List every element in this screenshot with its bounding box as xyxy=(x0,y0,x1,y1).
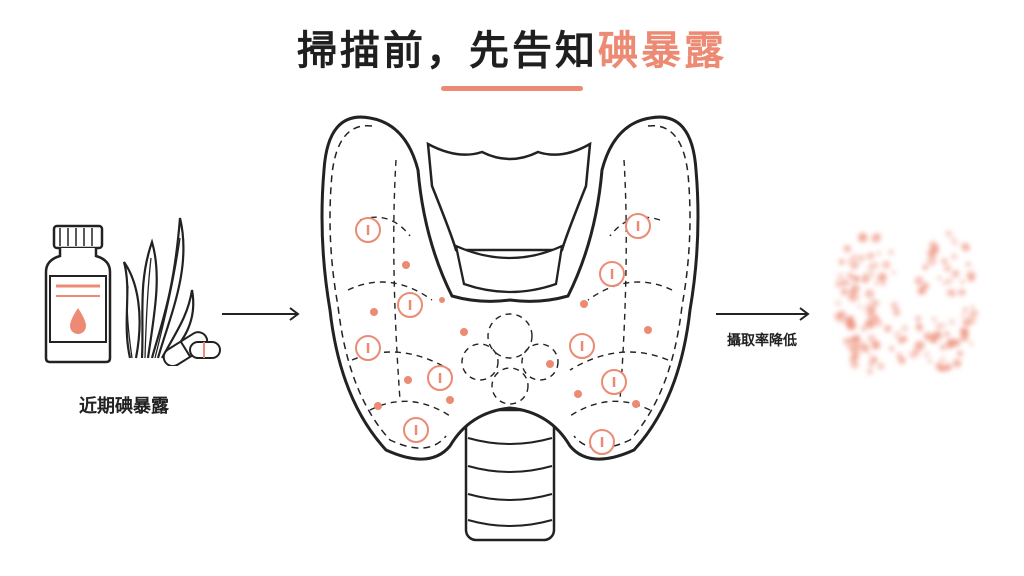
title-accent: 碘暴露 xyxy=(598,28,727,74)
iodine-dots xyxy=(370,261,652,410)
title-main: 掃描前，先告知 xyxy=(297,28,598,74)
iodine-marker xyxy=(355,217,381,243)
thyroid-diagram: I I I I I I I I I I xyxy=(320,115,700,542)
iodine-marker xyxy=(625,213,651,239)
iodine-marker-label: I xyxy=(438,372,443,387)
page-title: 掃描前，先告知碘暴露 xyxy=(0,18,1024,76)
thyroid-cartilage xyxy=(426,141,592,294)
iodine-marker-label: I xyxy=(366,342,371,357)
iodine-marker-labels: I I I I I I I I I I xyxy=(366,220,641,451)
iodine-marker-label: I xyxy=(580,340,585,355)
title-underline xyxy=(441,86,583,91)
left-arrow-icon xyxy=(222,307,300,321)
iodine-marker xyxy=(601,369,627,395)
uptake-label: 攝取率降低 xyxy=(727,333,797,349)
trachea-icon xyxy=(464,408,556,542)
iodine-marker-label: I xyxy=(414,424,419,439)
iodine-marker xyxy=(355,335,381,361)
iodine-marker-label: I xyxy=(610,268,615,283)
iodine-marker xyxy=(589,429,615,455)
iodine-marker-label: I xyxy=(636,220,641,235)
iodine-marker-label: I xyxy=(366,224,371,239)
iodine-marker xyxy=(403,417,429,443)
iodine-marker-label: I xyxy=(600,436,605,451)
iodine-marker-label: I xyxy=(612,376,617,391)
right-arrow-icon xyxy=(716,307,810,321)
seaweed-icon xyxy=(122,217,195,359)
iodine-marker xyxy=(599,261,625,287)
iodine-marker xyxy=(569,333,595,359)
thyroid-scan-image xyxy=(834,230,979,375)
iodine-markers xyxy=(355,213,651,455)
exposure-label: 近期碘暴露 xyxy=(79,396,169,417)
medicine-bottle-icon xyxy=(44,224,112,364)
capsule-icon xyxy=(162,331,221,366)
iodine-marker-label: I xyxy=(408,299,413,314)
iodine-marker xyxy=(397,292,423,318)
iodine-marker xyxy=(427,365,453,391)
